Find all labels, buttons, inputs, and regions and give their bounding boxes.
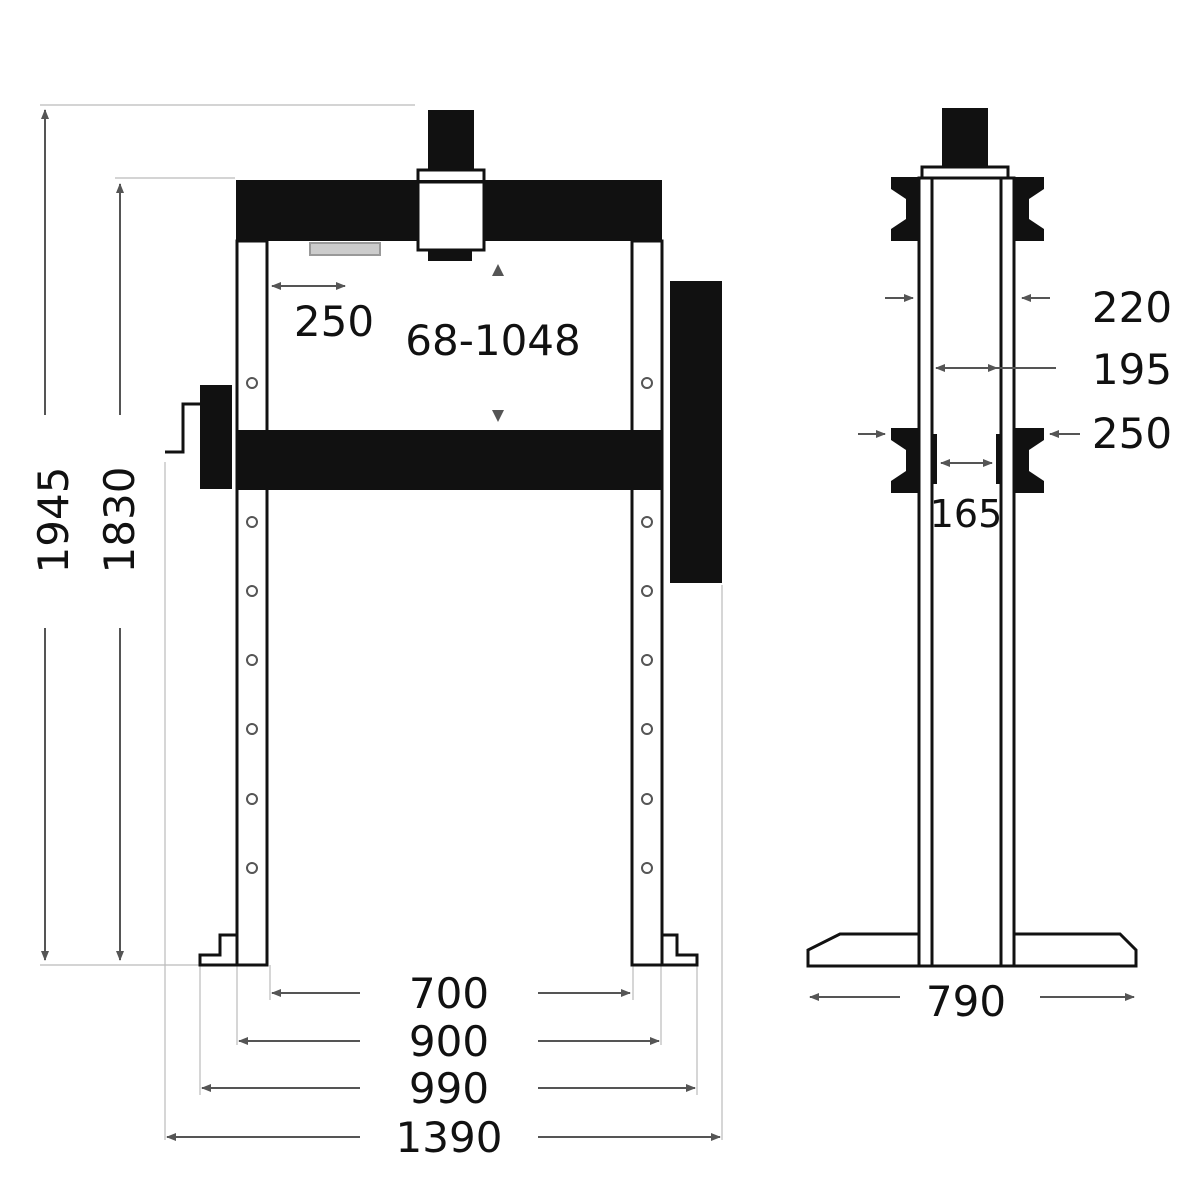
dim-width-inner: 700: [271, 969, 631, 1018]
side-table-plate-left: [932, 434, 937, 484]
dim-side-base-width-label: 790: [926, 977, 1006, 1026]
dim-side-gap-table: 165: [930, 459, 1003, 536]
pump-unit: [670, 281, 722, 583]
right-column: [630, 239, 664, 967]
dim-width-feet: 990: [201, 1064, 696, 1113]
side-table-channel-right: [1014, 428, 1044, 493]
dim-working-height-label: 68-1048: [405, 316, 581, 365]
dim-side-gap-table-label: 165: [930, 492, 1003, 536]
cylinder-housing: [416, 180, 486, 252]
front-extension-lines: [40, 104, 723, 1140]
piston-head: [428, 250, 472, 261]
dim-side-width-table-label: 250: [1092, 409, 1172, 458]
dim-table-gap: 250: [271, 282, 374, 346]
side-column: [917, 176, 1016, 968]
side-view: 220 195 250 165 790: [806, 108, 1172, 1026]
side-top-channel-right: [1014, 177, 1044, 241]
side-table-channel-left: [891, 428, 919, 493]
dim-height-overall-label: 1945: [29, 467, 78, 574]
dim-table-gap-label: 250: [294, 297, 374, 346]
table-beam: [236, 430, 662, 490]
dim-height-frame: 1830: [95, 183, 144, 961]
dim-side-width-column-label: 195: [1092, 345, 1172, 394]
dim-width-overall-label: 1390: [396, 1113, 503, 1162]
dim-width-frame: 900: [238, 1017, 660, 1066]
dim-side-width-table: 250: [858, 409, 1172, 458]
dim-width-overall: 1390: [166, 1113, 721, 1162]
winch: [200, 385, 232, 489]
dim-side-width-upper: 220: [885, 283, 1172, 332]
winch-crank: [165, 402, 200, 454]
front-view: 1945 1830 250 68-1048 700: [29, 104, 723, 1162]
dim-width-inner-label: 700: [409, 969, 489, 1018]
dim-working-height: 68-1048: [405, 264, 581, 422]
dim-side-width-upper-label: 220: [1092, 283, 1172, 332]
column-holes: [246, 377, 653, 874]
gauge-bracket: [309, 242, 381, 256]
side-cylinder-body: [942, 108, 988, 168]
dim-width-feet-label: 990: [409, 1064, 489, 1113]
side-base-left: [806, 932, 921, 968]
left-foot: [198, 933, 239, 967]
side-top-channel-left: [891, 177, 919, 241]
dim-side-base-width: 790: [809, 977, 1135, 1026]
dim-height-overall: 1945: [29, 109, 78, 961]
left-column: [235, 239, 269, 967]
dim-side-width-column: 195: [935, 345, 1172, 394]
dim-width-frame-label: 900: [409, 1017, 489, 1066]
right-foot: [660, 933, 699, 967]
cylinder-body: [428, 110, 474, 172]
side-base-right: [1012, 932, 1138, 968]
dim-height-frame-label: 1830: [95, 467, 144, 574]
side-table-plate-right: [996, 434, 1001, 484]
